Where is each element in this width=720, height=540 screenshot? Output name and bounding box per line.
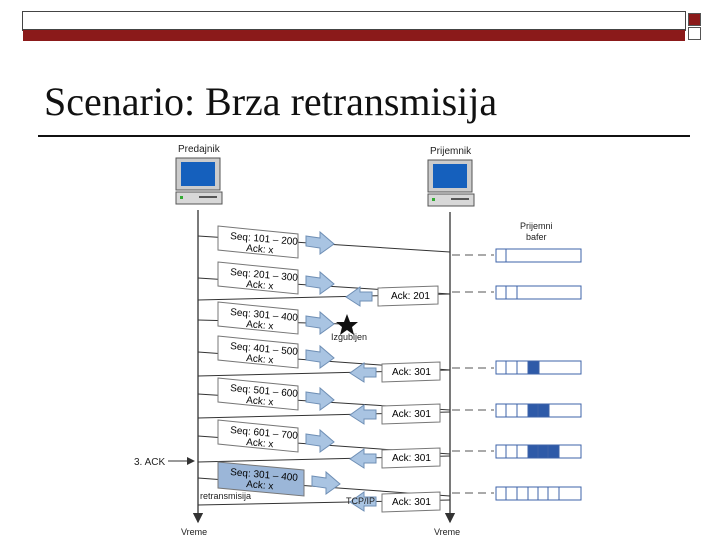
buffer-3 <box>495 360 582 375</box>
title-divider <box>38 135 690 137</box>
arrow-left-icon <box>345 286 373 307</box>
arrow-left-icon <box>349 362 377 383</box>
arrow-right-icon <box>311 470 341 495</box>
ack-box-2: Ack: 301 <box>349 361 441 383</box>
segment-ack: Ack: x <box>246 395 274 408</box>
title-bar-stripe <box>23 29 685 41</box>
segment-box-6: Seq: 601 – 700 Ack: x <box>217 419 335 453</box>
ack-text: Ack: 301 <box>392 453 431 464</box>
arrow-right-icon <box>305 230 335 255</box>
title-bar-decoration <box>22 11 686 41</box>
segment-ack: Ack: x <box>246 437 274 450</box>
buffer-4 <box>495 403 582 418</box>
ack-text: Ack: 301 <box>392 409 431 420</box>
arrow-right-icon <box>305 310 335 335</box>
sender-computer-icon <box>175 157 223 205</box>
segment-box-2: Seq: 201 – 300 Ack: x <box>217 261 335 295</box>
lost-label: Izgubljen <box>331 332 367 342</box>
buffer-label-line1: Prijemni <box>520 221 553 231</box>
receiver-computer-icon <box>427 159 475 207</box>
buffer-2 <box>495 285 582 300</box>
ack-box-4: Ack: 301 <box>349 447 441 469</box>
decor-square <box>688 27 701 40</box>
arrow-left-icon <box>349 448 377 469</box>
arrow-right-icon <box>305 428 335 453</box>
lost-star-icon <box>336 314 358 335</box>
arrow-right-icon <box>305 344 335 369</box>
ack-box-3: Ack: 301 <box>349 403 441 425</box>
time-label-left: Vreme <box>181 527 207 537</box>
arrow-right-icon <box>305 270 335 295</box>
buffer-label-line2: bafer <box>526 232 547 242</box>
segment-ack: Ack: x <box>246 353 274 366</box>
segment-box-4: Seq: 401 – 500 Ack: x <box>217 335 335 369</box>
ack-text: Ack: 301 <box>392 367 431 378</box>
segment-box-7-retransmit: Seq: 301 – 400 Ack: x <box>217 461 341 497</box>
receiver-label: Prijemnik <box>430 146 472 157</box>
segment-box-1: Seq: 101 – 200 Ack: x <box>217 225 335 259</box>
time-label-right: Vreme <box>434 527 460 537</box>
third-ack-label: 3. ACK <box>134 457 165 468</box>
ack-text: Ack: 301 <box>392 497 431 508</box>
buffer-6 <box>495 486 582 501</box>
decor-square <box>688 13 701 26</box>
segment-ack: Ack: x <box>246 319 274 332</box>
arrow-left-icon <box>349 404 377 425</box>
retransmit-label: retransmisija <box>200 491 251 501</box>
segment-box-5: Seq: 501 – 600 Ack: x <box>217 377 335 411</box>
segment-ack: Ack: x <box>246 279 274 292</box>
segment-ack: Ack: x <box>246 243 274 256</box>
segment-ack: Ack: x <box>246 479 274 492</box>
buffer-dashed-lines <box>452 254 494 494</box>
segment-box-3: Seq: 301 – 400 Ack: x <box>217 301 335 335</box>
slide-title: Scenario: Brza retransmisija <box>44 79 498 124</box>
buffer-1 <box>495 248 582 263</box>
ack-text: Ack: 201 <box>391 291 430 302</box>
arrow-right-icon <box>305 386 335 411</box>
buffer-5 <box>495 444 582 459</box>
tcpip-label: TCP/IP <box>346 496 375 506</box>
sender-label: Predajnik <box>178 144 221 155</box>
arrow-left-icon <box>349 491 377 512</box>
ack-box-1: Ack: 201 <box>345 285 439 307</box>
ack-box-5: Ack: 301 <box>349 491 441 513</box>
